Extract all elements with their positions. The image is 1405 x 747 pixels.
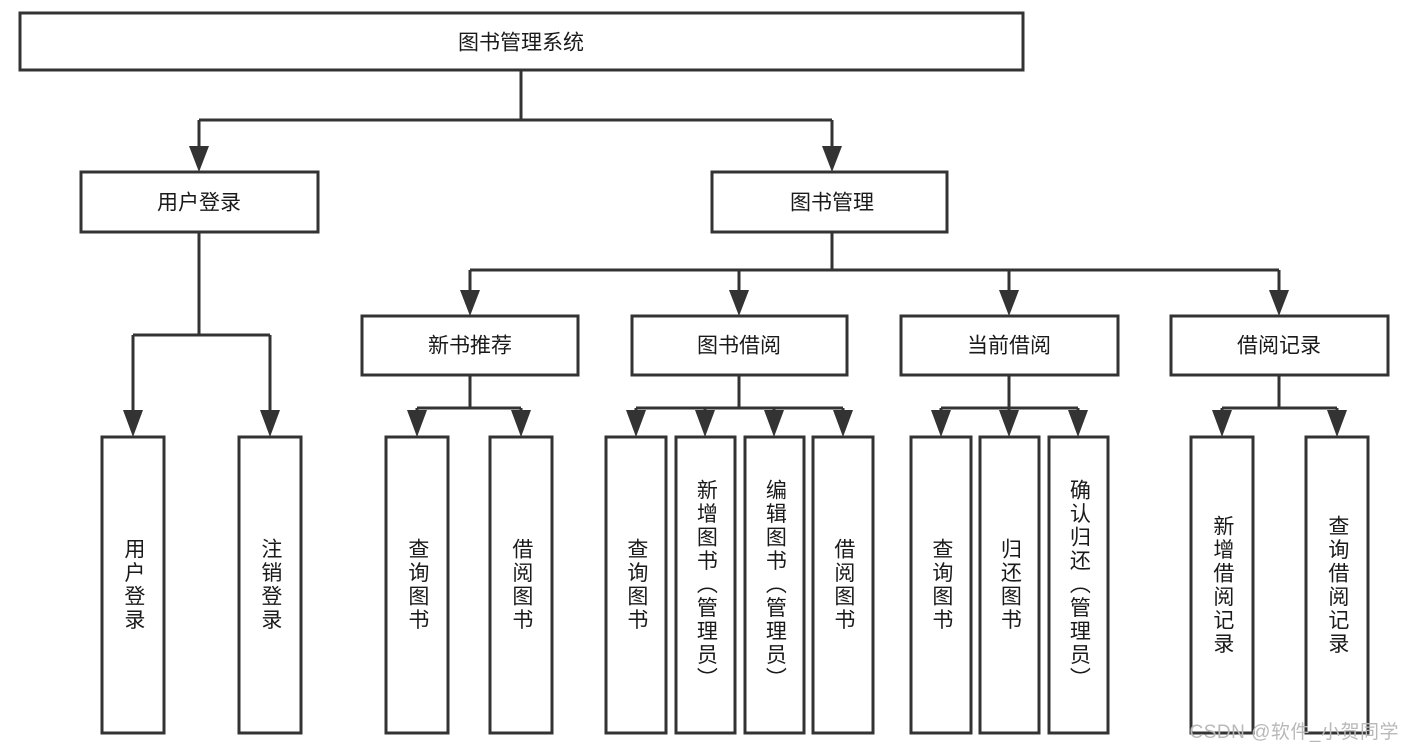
arrowhead-new-book-rec — [460, 290, 480, 316]
node-borrow-record[interactable] — [1169, 314, 1390, 377]
label-current-borrow: 当前借阅 — [967, 335, 1051, 358]
node-book-manage[interactable] — [710, 170, 949, 234]
arrowhead-user-login — [189, 146, 209, 172]
arrowhead-leaf-rec-query — [407, 410, 427, 437]
label-new-book-rec: 新书推荐 — [428, 335, 512, 358]
connector-group — [123, 70, 1347, 437]
watermark-text: CSDN @软件_小贺同学 — [1189, 722, 1399, 743]
node-book-borrow[interactable] — [630, 314, 849, 377]
node-leaf-rec-query[interactable] — [384, 435, 450, 735]
arrowhead-leaf-borrow-edit — [764, 410, 784, 437]
node-leaf-rec-search[interactable] — [1304, 435, 1370, 735]
arrowhead-borrow-record — [1269, 290, 1289, 316]
node-leaf-user-login[interactable] — [100, 435, 166, 735]
label-book-manage: 图书管理 — [790, 192, 874, 215]
node-leaf-cur-query[interactable] — [909, 435, 973, 735]
arrowhead-current-borrow — [999, 290, 1019, 316]
node-leaf-rec-add[interactable] — [1189, 435, 1255, 735]
node-leaf-cur-confirm[interactable] — [1047, 435, 1110, 735]
node-box-group — [18, 11, 1390, 735]
label-borrow-record: 借阅记录 — [1237, 335, 1321, 358]
node-leaf-borrow-query[interactable] — [604, 435, 668, 735]
label-book-borrow: 图书借阅 — [697, 335, 781, 358]
node-current-borrow[interactable] — [899, 314, 1120, 377]
node-leaf-borrow-edit[interactable] — [743, 435, 806, 735]
node-root[interactable] — [18, 11, 1025, 72]
node-leaf-cur-return[interactable] — [978, 435, 1041, 735]
label-root: 图书管理系统 — [458, 32, 584, 55]
label-user-login: 用户登录 — [157, 192, 241, 215]
arrowhead-book-borrow — [729, 290, 749, 316]
arrowhead-leaf-rec-search — [1327, 410, 1347, 437]
arrowhead-leaf-cur-query — [931, 410, 951, 437]
arrowhead-leaf-user-login — [123, 410, 143, 437]
node-leaf-borrow-do[interactable] — [811, 435, 875, 735]
arrowhead-book-manage — [822, 146, 842, 172]
node-leaf-user-logout[interactable] — [237, 435, 303, 735]
arrowhead-leaf-borrow-add — [695, 410, 715, 437]
arrowhead-leaf-rec-add — [1212, 410, 1232, 437]
arrowhead-leaf-borrow-do — [833, 410, 853, 437]
node-new-book-rec[interactable] — [360, 314, 580, 377]
arrowhead-leaf-cur-confirm — [1068, 410, 1088, 437]
arrowhead-leaf-cur-return — [999, 410, 1019, 437]
arrowhead-leaf-user-logout — [260, 410, 280, 437]
horizontal-label-group: 图书管理系统 用户登录 图书管理 新书推荐 图书借阅 当前借阅 借阅记录 — [157, 32, 1321, 358]
node-user-login[interactable] — [79, 170, 320, 234]
node-leaf-borrow-add[interactable] — [674, 435, 737, 735]
node-leaf-rec-borrow[interactable] — [488, 435, 554, 735]
arrowhead-leaf-borrow-query — [626, 410, 646, 437]
arrowhead-leaf-rec-borrow — [511, 410, 531, 437]
